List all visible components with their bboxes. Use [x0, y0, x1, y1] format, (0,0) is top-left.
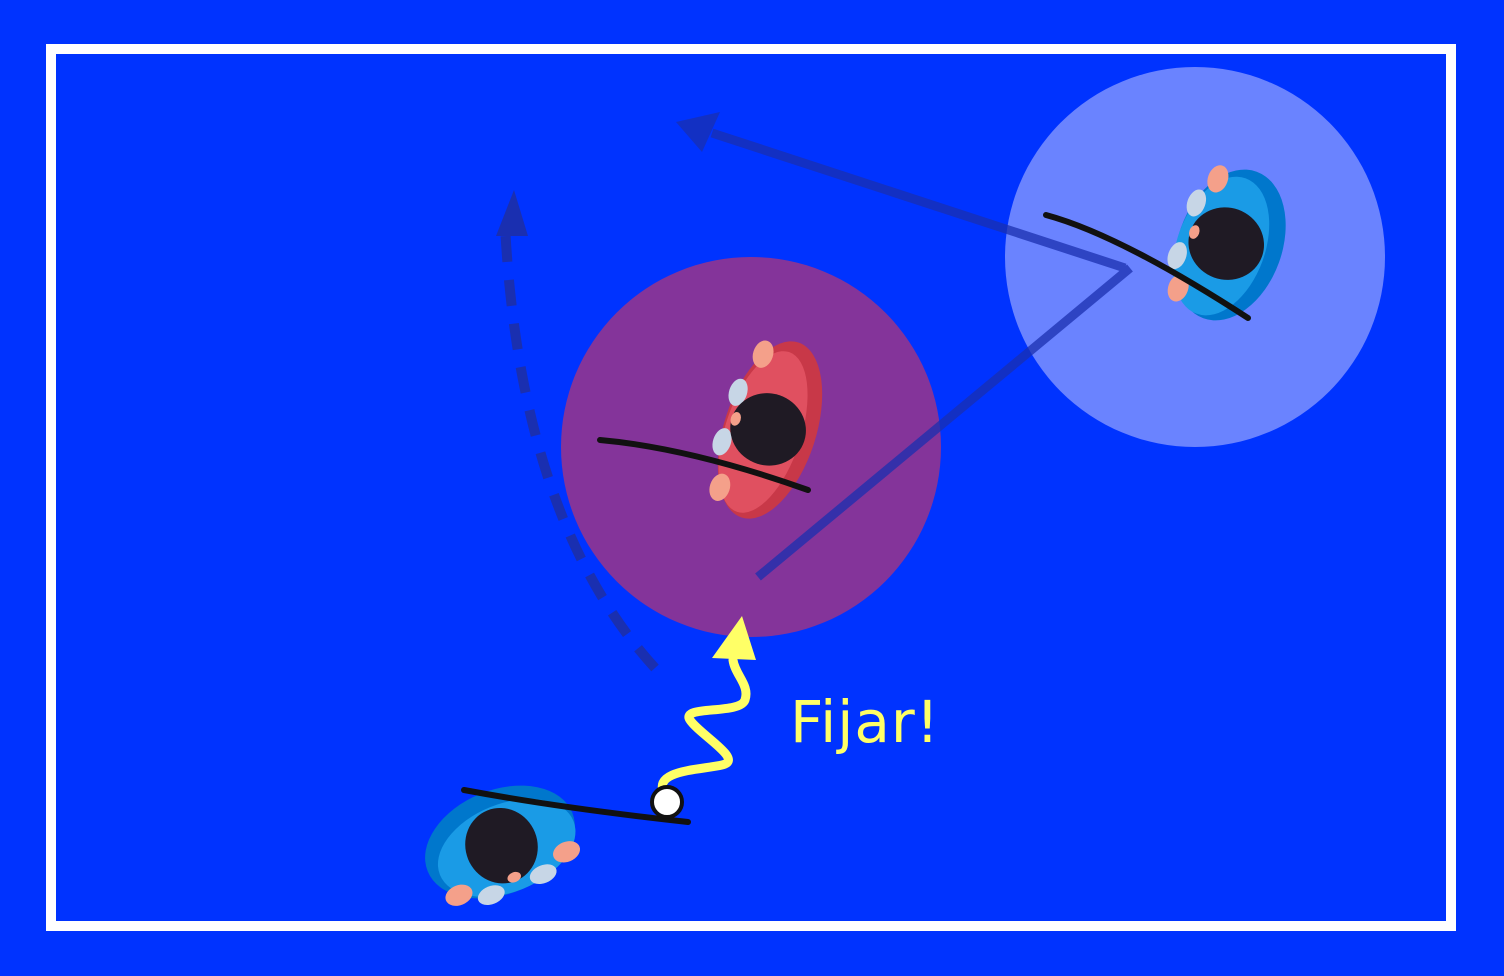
- ball-icon: [652, 787, 682, 817]
- ball-carrier-player: [408, 765, 593, 923]
- drill-caption: Fijar!: [790, 688, 940, 756]
- dribble-arrow-icon: [662, 616, 756, 795]
